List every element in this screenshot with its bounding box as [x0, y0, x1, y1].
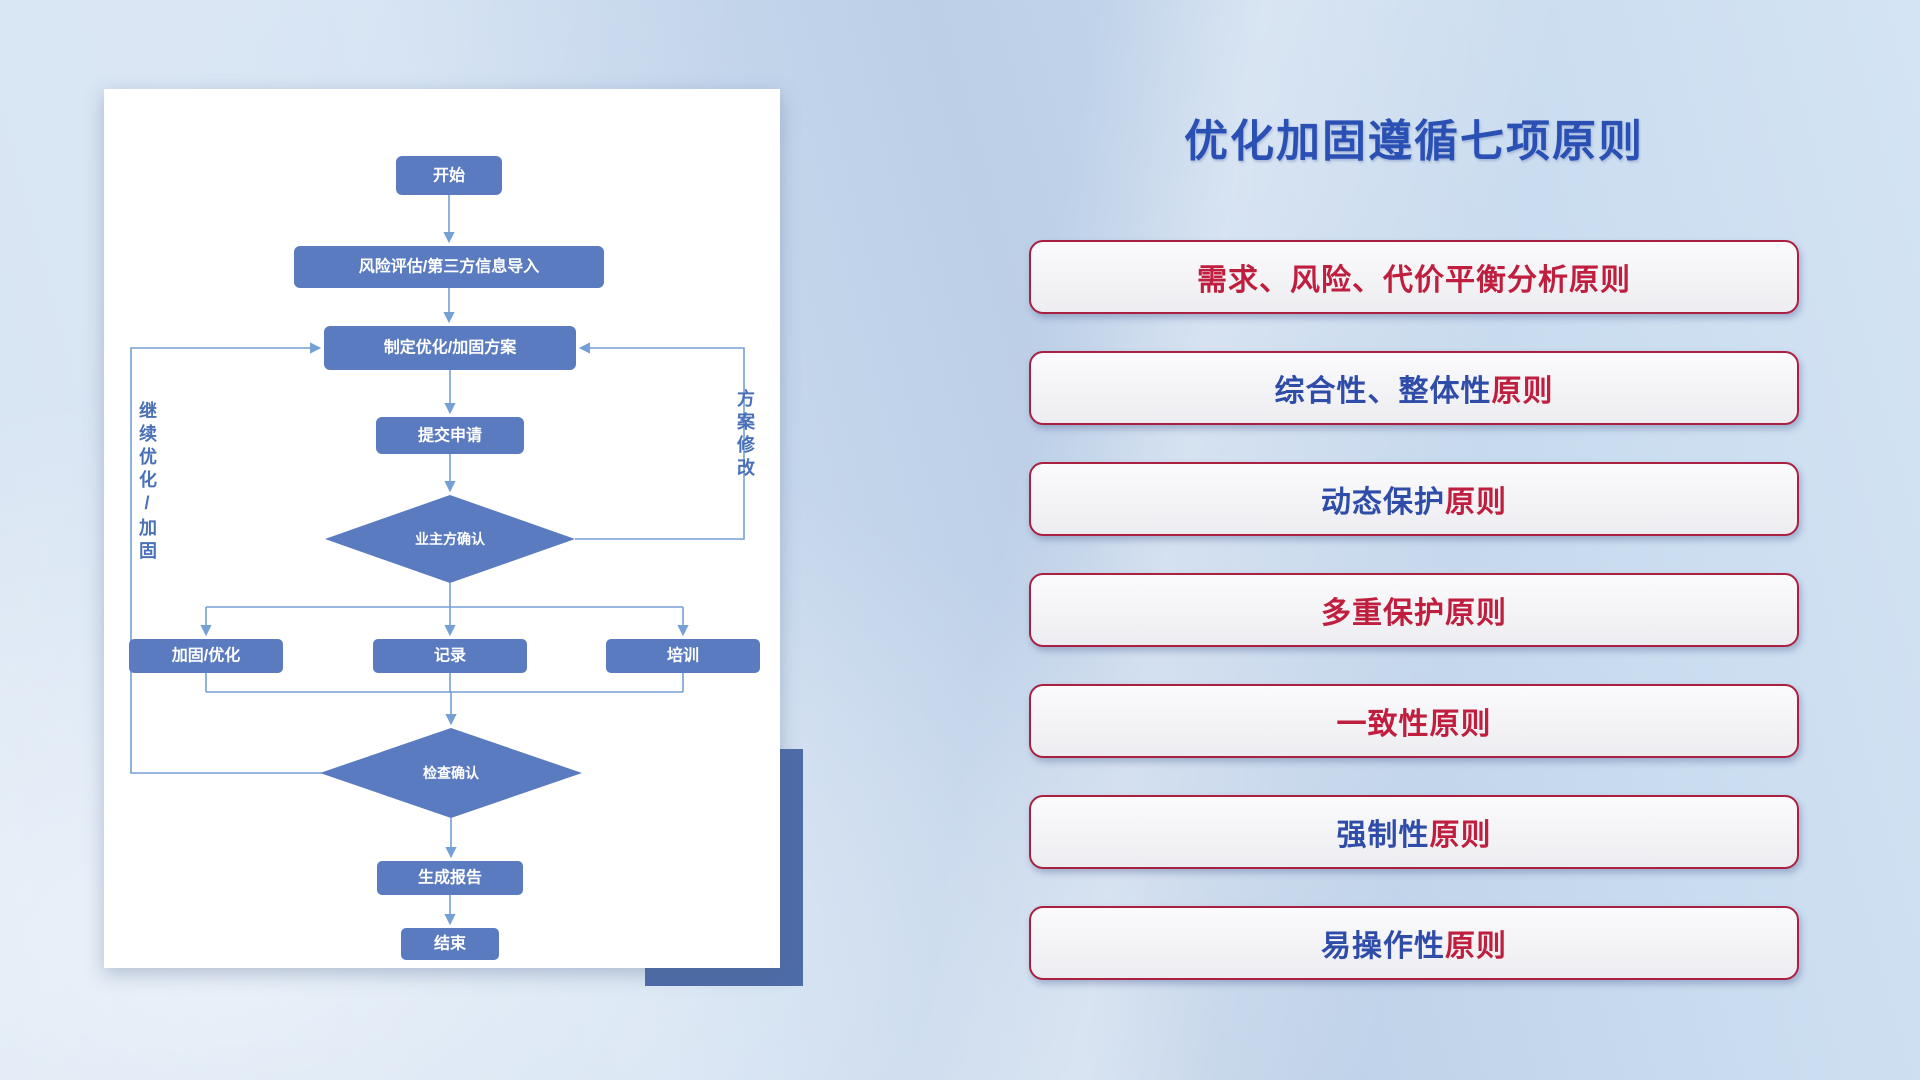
flow-node-submit: 提交申请	[376, 417, 524, 454]
principle-main: 需求、风险、代价平衡分析	[1197, 264, 1569, 297]
principles-list: 需求、风险、代价平衡分析原则 综合性、整体性原则 动态保护原则 多重保护原则 一…	[1029, 240, 1799, 1017]
principle-main: 多重保护	[1321, 597, 1445, 630]
principle-box: 一致性原则	[1029, 684, 1799, 758]
flow-node-training: 培训	[606, 639, 760, 673]
flow-node-start: 开始	[396, 156, 502, 195]
principle-box: 易操作性原则	[1029, 906, 1799, 980]
flow-node-submit-label: 提交申请	[418, 426, 482, 445]
principle-main: 动态保护	[1321, 486, 1445, 519]
principle-tail: 原则	[1445, 486, 1507, 519]
flow-node-report-label: 生成报告	[418, 868, 482, 887]
flow-node-risk-label: 风险评估/第三方信息导入	[359, 257, 539, 276]
principle-main: 易操作性	[1321, 930, 1445, 963]
loop-label-plan-modify: 方案修改	[735, 389, 755, 481]
principle-tail: 原则	[1445, 930, 1507, 963]
flow-node-owner-confirm: 业主方确认	[325, 495, 575, 583]
principle-box: 综合性、整体性原则	[1029, 351, 1799, 425]
principle-box: 强制性原则	[1029, 795, 1799, 869]
principle-box: 需求、风险、代价平衡分析原则	[1029, 240, 1799, 314]
principle-tail: 原则	[1429, 708, 1492, 741]
flow-node-report: 生成报告	[377, 861, 523, 895]
flow-node-training-label: 培训	[667, 646, 699, 665]
flow-connectors	[130, 195, 745, 926]
principle-box: 动态保护原则	[1029, 462, 1799, 536]
loop-label-continue-optimize: 继续优化/加固	[137, 401, 157, 564]
flow-node-end-label: 结束	[433, 934, 467, 953]
flowchart-svg: 开始 风险评估/第三方信息导入 制定优化/加固方案 提交申请 业主方确认 加固/…	[129, 156, 760, 960]
flow-node-plan: 制定优化/加固方案	[324, 326, 576, 370]
principle-tail: 原则	[1445, 597, 1507, 630]
principle-main: 一致性	[1336, 708, 1430, 741]
flow-node-record-label: 记录	[434, 647, 466, 665]
flow-node-record: 记录	[373, 639, 527, 673]
flow-node-risk: 风险评估/第三方信息导入	[294, 246, 604, 288]
flow-node-reinforce-label: 加固/优化	[171, 646, 240, 665]
flow-node-owner-confirm-label: 业主方确认	[415, 531, 486, 547]
principle-main: 综合性、整体性	[1274, 375, 1492, 408]
flow-node-end: 结束	[401, 928, 499, 960]
principle-box: 多重保护原则	[1029, 573, 1799, 647]
principle-tail: 原则	[1429, 819, 1492, 852]
flow-node-start-label: 开始	[433, 166, 465, 185]
principle-tail: 原则	[1569, 264, 1631, 297]
flow-node-check-confirm: 检查确认	[320, 728, 582, 818]
principle-main: 强制性	[1336, 819, 1430, 852]
page-title: 优化加固遵循七项原则	[1184, 117, 1644, 166]
flow-node-reinforce: 加固/优化	[129, 639, 283, 673]
principle-tail: 原则	[1491, 375, 1554, 408]
flowchart-card: 开始 风险评估/第三方信息导入 制定优化/加固方案 提交申请 业主方确认 加固/…	[104, 89, 780, 968]
flow-node-check-confirm-label: 检查确认	[423, 765, 480, 781]
flow-node-plan-label: 制定优化/加固方案	[384, 338, 517, 357]
